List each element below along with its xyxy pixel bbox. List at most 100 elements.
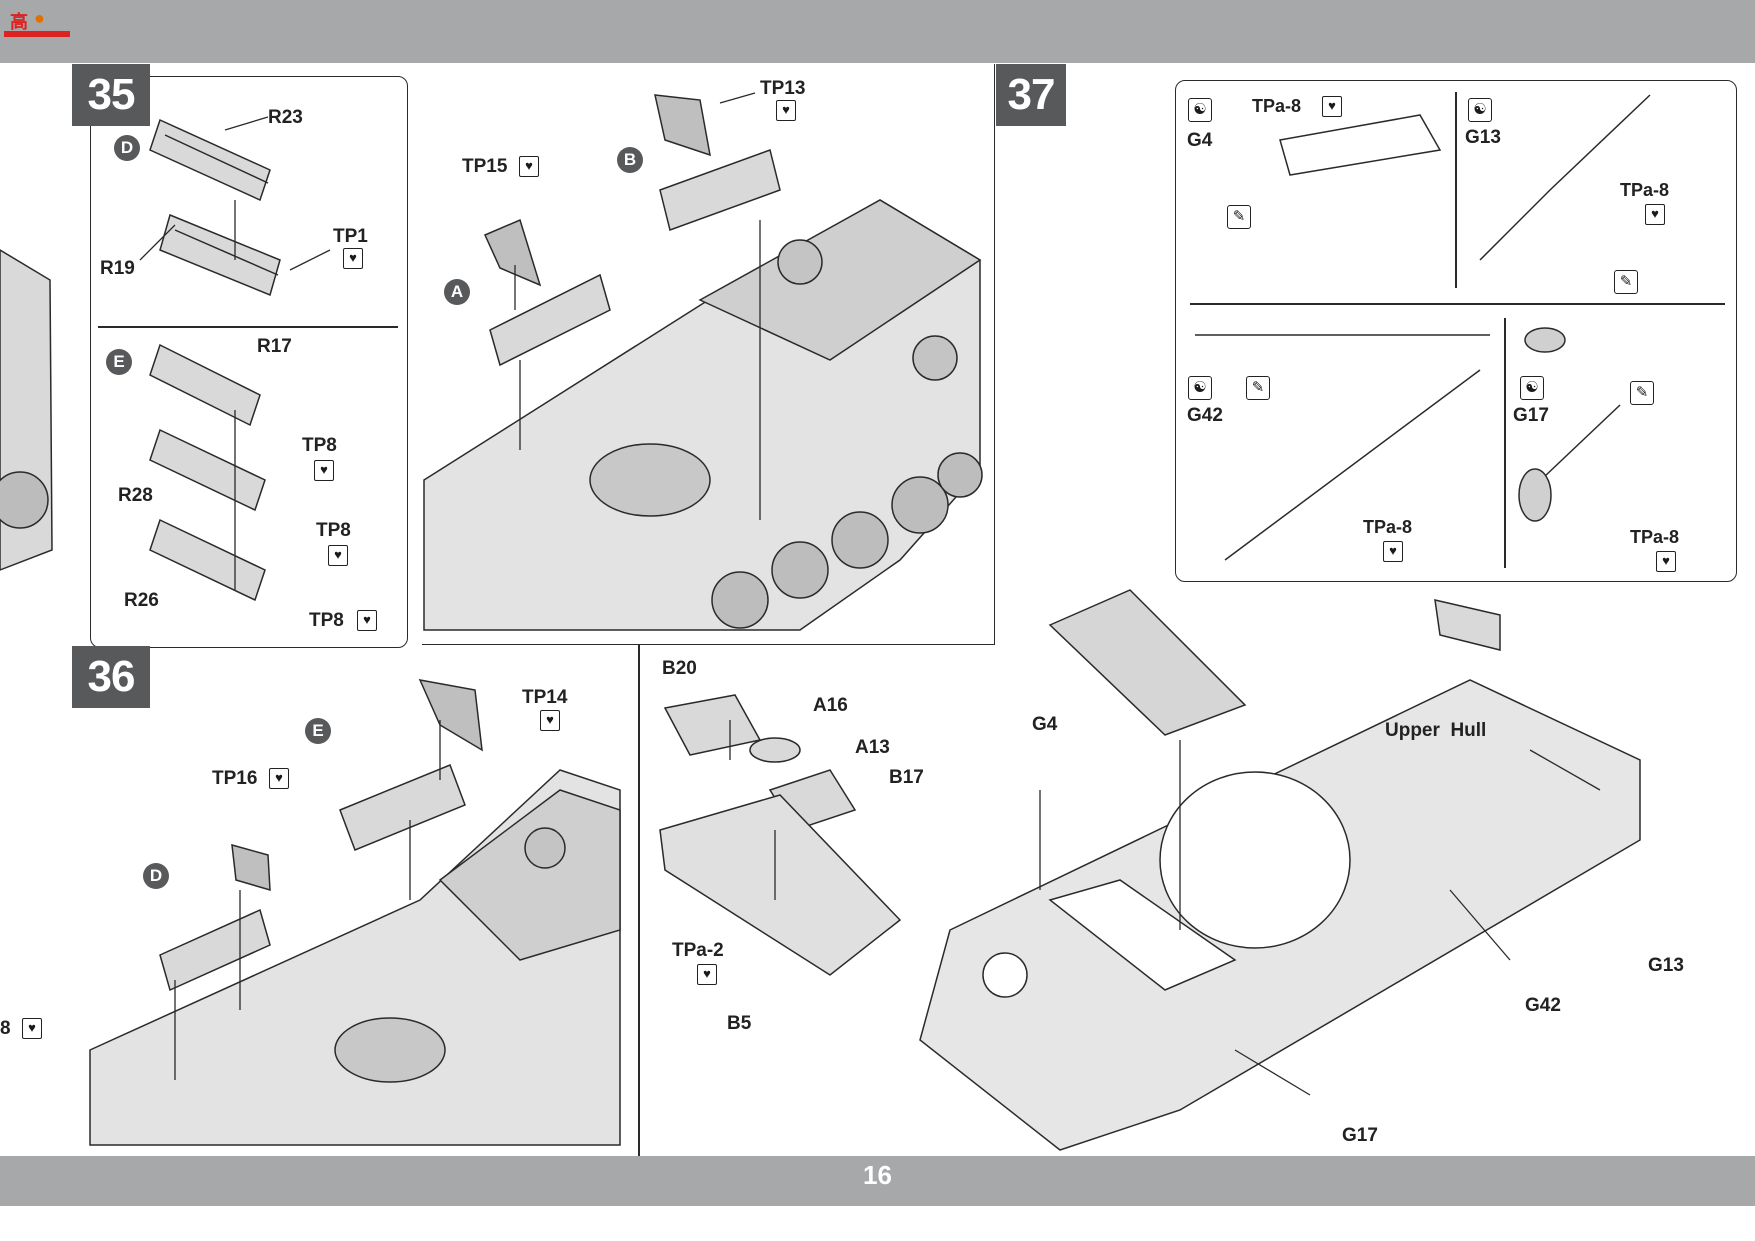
part-label-tp16: TP16 [212, 768, 258, 789]
plate-tp16-drawing [231, 843, 271, 892]
part-label-upper-hull: Upper Hull [1385, 720, 1487, 741]
heart-glue-icon: ♥ [22, 1018, 42, 1039]
rack-r19-drawing [159, 213, 281, 297]
paint-brush-icon: ✎ [1246, 376, 1270, 400]
arrow-g42 [1449, 889, 1511, 961]
edge-label-8: 8 [0, 1018, 11, 1039]
ring-a13-drawing [749, 737, 801, 763]
sub-marker-a-35: A [444, 279, 470, 305]
site-logo: 高 ● [4, 4, 70, 40]
step-37-number: 37 [996, 64, 1066, 126]
heart-glue-icon: ♥ [1322, 96, 1342, 117]
part-label-g17-box: G17 [1513, 405, 1549, 426]
step35-fan-1 [777, 239, 823, 285]
part-label-tpa8-2: TPa-8 [1620, 180, 1670, 200]
plate-b5-drawing [659, 794, 902, 976]
heart-glue-icon: ♥ [269, 768, 289, 789]
header-band [0, 0, 1755, 63]
rack-r28-drawing [149, 428, 266, 512]
hull-rear-rail-drawing [1434, 599, 1501, 651]
part-label-tp13: TP13 [760, 78, 806, 99]
heart-glue-icon: ♥ [540, 710, 560, 731]
rack-r23-drawing [149, 118, 271, 202]
part-label-b20: B20 [662, 658, 697, 679]
part-label-g42: G42 [1525, 995, 1561, 1016]
heart-glue-icon: ♥ [328, 545, 348, 566]
part-label-tp15: TP15 [462, 156, 508, 177]
hatch-opening-drawing [1048, 879, 1237, 991]
page-number: 16 [863, 1160, 892, 1190]
shovel-blade-g17 [1518, 468, 1552, 522]
yin-yang-icon: ☯ [1520, 376, 1544, 400]
arrow-g13 [1529, 749, 1601, 791]
tool-g4-drawing [1279, 114, 1442, 176]
heart-glue-icon: ♥ [776, 100, 796, 121]
yin-yang-icon: ☯ [1188, 98, 1212, 122]
divider-37-panel-v1 [1455, 92, 1457, 288]
part-label-a16: A16 [813, 695, 848, 716]
part-label-r28: R28 [118, 485, 153, 506]
part-label-tpa8-1: TPa-8 [1252, 96, 1302, 116]
step-35-number: 35 [72, 64, 150, 126]
leader-r23 [224, 116, 269, 131]
footer-band [0, 1156, 1755, 1206]
plate-tp14-drawing [418, 679, 483, 752]
logo-mark-icon: ● [34, 8, 45, 28]
hull-round-port [982, 952, 1028, 998]
step35-engine-deck [698, 199, 982, 361]
heart-glue-icon: ♥ [1645, 204, 1665, 225]
sub-marker-b-35: B [617, 147, 643, 173]
heart-glue-icon: ♥ [314, 460, 334, 481]
left-edge-wheel [0, 471, 49, 529]
yin-yang-icon: ☯ [1188, 376, 1212, 400]
heart-glue-icon: ♥ [343, 248, 363, 269]
sub-marker-d-35: D [114, 135, 140, 161]
part-label-r26: R26 [124, 590, 159, 611]
heart-glue-icon: ♥ [1656, 551, 1676, 572]
part-label-g4: G4 [1032, 714, 1058, 735]
divider-37-panel-h [1190, 303, 1725, 305]
rack-r17-drawing [149, 343, 261, 427]
part-label-tpa2: TPa-2 [672, 940, 724, 961]
divider-36-37 [638, 644, 640, 1156]
paint-brush-icon: ✎ [1227, 205, 1251, 229]
shovel-blade-top-g17 [1524, 327, 1566, 353]
step36-engine-deck [438, 789, 621, 961]
part-label-r19: R19 [100, 258, 135, 279]
leader-tp1 [289, 249, 331, 271]
divider-35-panel [98, 326, 398, 328]
hatch-b20-drawing [663, 694, 762, 756]
heart-glue-icon: ♥ [357, 610, 377, 631]
step36-floor-hatch [334, 1017, 446, 1083]
rack-d-step36-drawing [159, 908, 271, 992]
step35-floor-hatch [589, 443, 711, 517]
part-label-b17: B17 [889, 767, 924, 788]
part-label-tpa8-3: TPa-8 [1363, 517, 1413, 537]
tool-g13-drawing [1479, 94, 1651, 261]
part-label-tp14: TP14 [522, 687, 568, 708]
plate-tp13-drawing [654, 94, 711, 157]
part-label-g13: G13 [1648, 955, 1684, 976]
sub-marker-e-36: E [305, 718, 331, 744]
logo-glyph: 高 [10, 12, 28, 32]
logo-underline [4, 31, 70, 37]
yin-yang-icon: ☯ [1468, 98, 1492, 122]
leader-tp13 [719, 92, 756, 104]
part-label-tpa8-4: TPa-8 [1630, 527, 1680, 547]
part-label-r23: R23 [268, 107, 303, 128]
part-label-g4-box: G4 [1187, 130, 1213, 151]
heart-glue-icon: ♥ [697, 964, 717, 985]
plate-tp15-drawing [484, 218, 542, 287]
heart-glue-icon: ♥ [1383, 541, 1403, 562]
rack-b-drawing [659, 149, 781, 231]
step-36-number: 36 [72, 646, 150, 708]
sub-marker-e-35: E [106, 349, 132, 375]
arrow-g17 [1234, 1049, 1311, 1096]
paint-brush-icon: ✎ [1630, 381, 1654, 405]
step36-fan [524, 827, 566, 869]
heart-glue-icon: ♥ [519, 156, 539, 177]
hull-top-plate-drawing [1048, 589, 1247, 736]
step35-fan-2 [912, 335, 958, 381]
part-label-tp8-c: TP8 [309, 610, 344, 631]
